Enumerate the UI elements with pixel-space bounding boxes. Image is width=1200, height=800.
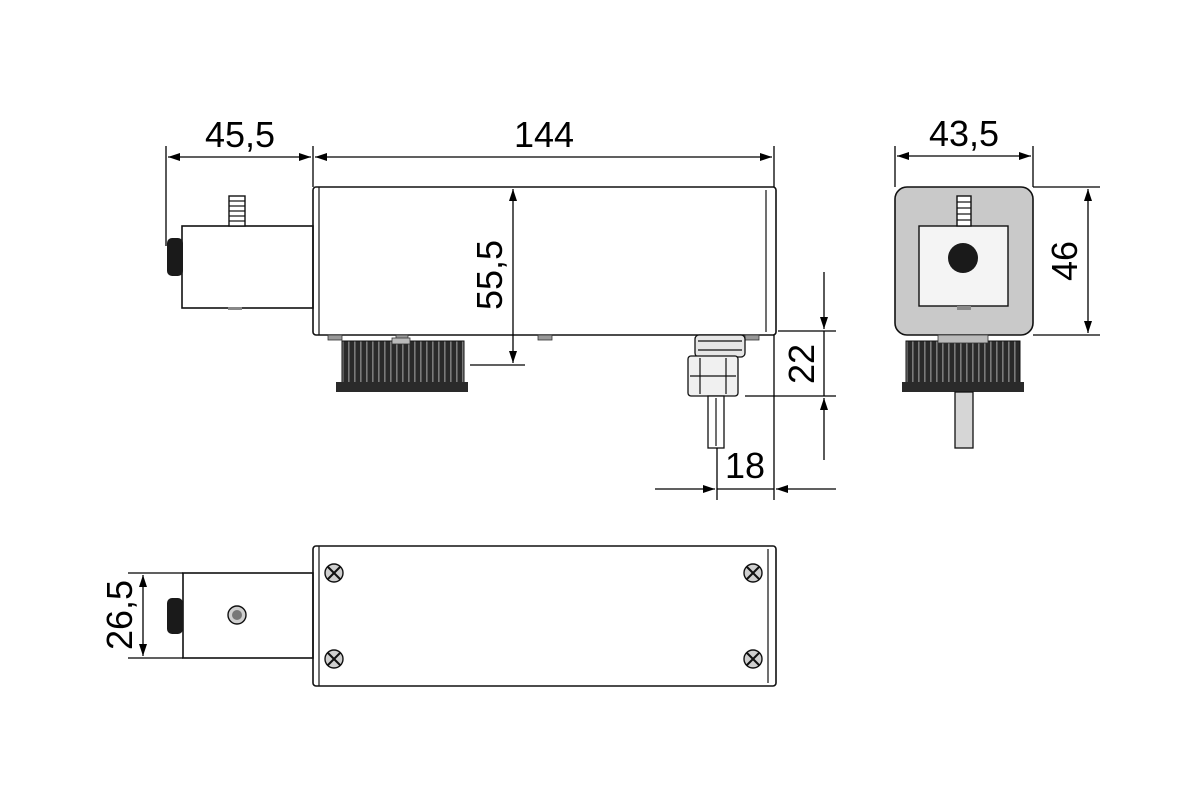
- main-housing-top: [312, 545, 777, 687]
- end-view: 43,5 46: [894, 113, 1100, 449]
- adapter-block-top: [182, 572, 314, 659]
- threaded-stud: [956, 195, 972, 227]
- knob-icon: [948, 243, 978, 273]
- phillips-screw-icon: [324, 649, 344, 669]
- dim-housing-height: 55,5: [469, 240, 510, 310]
- dim-shaft-offset: 22: [781, 344, 822, 384]
- knob-icon: [167, 598, 183, 634]
- dim-adapter-length: 45,5: [205, 114, 275, 155]
- top-view: 26,5: [99, 545, 777, 687]
- phillips-screw-icon: [324, 563, 344, 583]
- main-housing: [312, 186, 777, 336]
- dim-end-width: 43,5: [929, 113, 999, 154]
- pulley-gear-icon: [902, 334, 1024, 392]
- threaded-stud: [228, 195, 246, 227]
- pulley-gear-icon: [336, 337, 468, 392]
- adapter-block: [181, 225, 314, 309]
- output-shaft: [687, 334, 746, 449]
- dim-shaft-position: 18: [725, 445, 765, 486]
- output-shaft: [954, 391, 974, 449]
- phillips-screw-icon: [743, 563, 763, 583]
- knob-icon: [167, 238, 183, 276]
- side-view: 45,5 144 55,5 22 18: [165, 114, 836, 500]
- phillips-screw-icon: [743, 649, 763, 669]
- dim-housing-length: 144: [514, 114, 574, 155]
- dim-end-height: 46: [1044, 241, 1085, 281]
- dim-adapter-height: 26,5: [99, 580, 140, 650]
